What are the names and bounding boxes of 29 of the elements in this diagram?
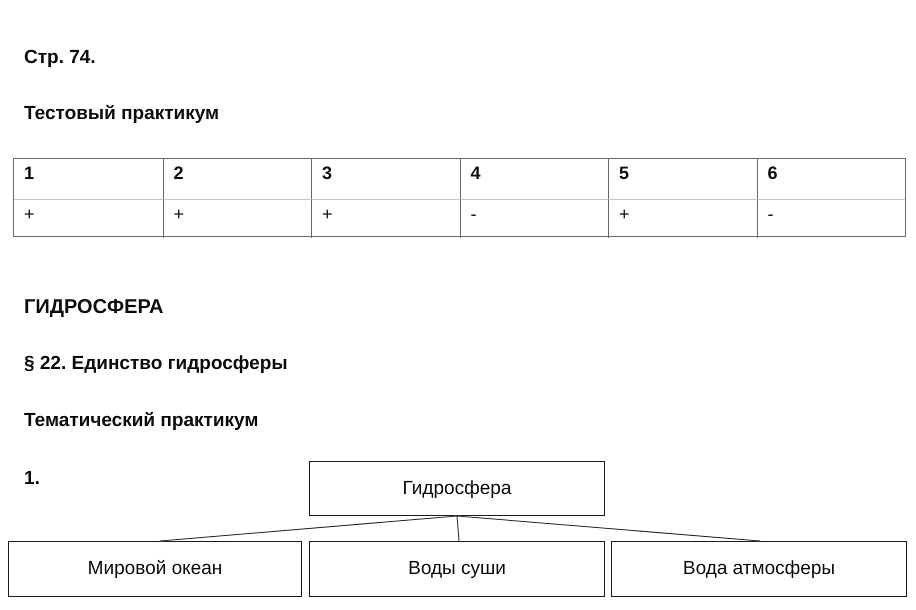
table-cell-text: 2: [174, 163, 184, 183]
heading-text: Тестовый практикум: [24, 103, 220, 125]
table-cell-text: 5: [619, 163, 630, 183]
connector-line: [160, 516, 458, 542]
heading-text: 1.: [24, 468, 40, 490]
table-cell-text: +: [24, 204, 35, 224]
heading-text: § 22. Единство гидросферы: [24, 353, 288, 375]
table-cell-text: 3: [322, 163, 332, 183]
table-cell-text: +: [619, 204, 630, 224]
table-cell-text: -: [470, 204, 476, 224]
table-cell-text: +: [322, 204, 333, 224]
table-cell-text: 1: [24, 163, 34, 183]
box-label: Воды суши: [408, 558, 506, 580]
table-cell-text: -: [768, 204, 774, 224]
heading-text: ГИДРОСФЕРА: [24, 296, 164, 319]
table-cell-text: +: [174, 204, 184, 224]
concept-box: [8, 541, 302, 597]
heading-text: Тематический практикум: [24, 410, 258, 432]
concept-box: [309, 461, 605, 516]
box-label: Мировой океан: [88, 558, 222, 580]
connector-line: [456, 516, 460, 542]
heading-text: Стр. 74.: [24, 47, 96, 69]
table-cell-text: 4: [470, 163, 481, 183]
box-label: Гидросфера: [402, 478, 512, 500]
concept-box: [611, 541, 907, 597]
connector-line: [456, 516, 760, 542]
box-label: Вода атмосферы: [682, 558, 836, 580]
concept-box: [309, 541, 605, 597]
table-cell-text: 6: [768, 163, 778, 183]
